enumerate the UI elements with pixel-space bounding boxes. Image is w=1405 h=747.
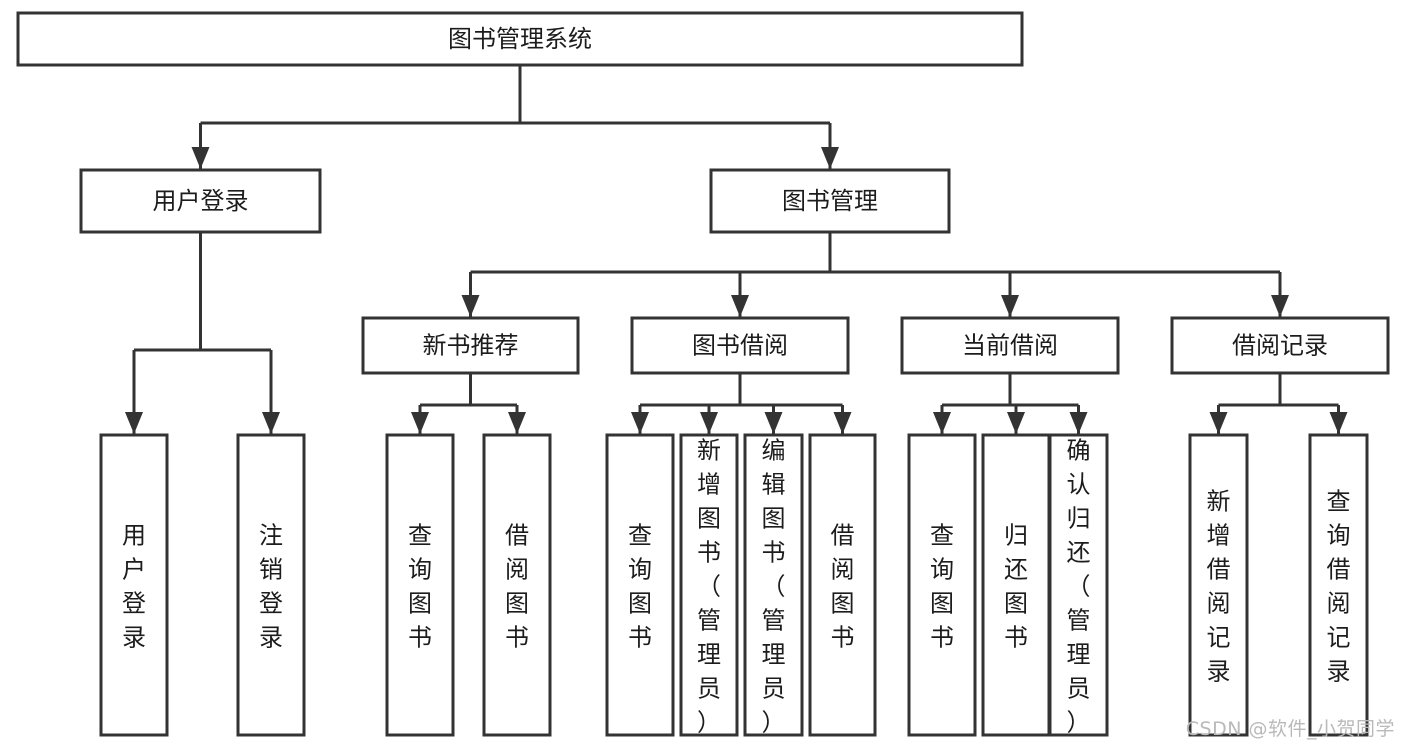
node-label: 新增图书（管理员） xyxy=(697,437,721,737)
arrow-head-icon xyxy=(631,412,649,434)
node-box xyxy=(236,433,306,737)
arrow-head-icon xyxy=(933,412,951,434)
node-box xyxy=(808,433,877,737)
arrow-head-icon xyxy=(731,295,749,317)
node-leaf-归还图书[interactable]: 归还图书 xyxy=(981,433,1051,737)
node-box xyxy=(385,433,455,737)
node-box xyxy=(361,316,580,375)
node-leaf-新增图书管理员[interactable]: 新增图书（管理员） xyxy=(679,433,739,737)
nodes-layer: 图书管理系统用户登录图书管理新书推荐图书借阅当前借阅借阅记录用户登录注销登录查询… xyxy=(16,11,1390,737)
node-box xyxy=(981,433,1051,737)
node-box xyxy=(1170,316,1390,375)
arrow-head-icon xyxy=(1271,295,1289,317)
node-leaf-查询图书[interactable]: 查询图书 xyxy=(907,433,977,737)
node-box xyxy=(482,433,552,737)
edge-group-图书管理 xyxy=(461,232,1289,317)
node-l2-用户登录[interactable]: 用户登录 xyxy=(79,168,322,234)
node-label: 借阅记录 xyxy=(1232,332,1328,360)
node-label: 图书管理系统 xyxy=(448,25,592,53)
node-label: 编辑图书（管理员） xyxy=(762,437,786,737)
node-label: 新增借阅记录 xyxy=(1207,488,1231,686)
node-box xyxy=(79,168,322,234)
arrow-head-icon xyxy=(411,412,429,434)
node-box xyxy=(1308,433,1369,737)
arrow-head-icon xyxy=(262,412,280,434)
node-label: 确认归还（管理员） xyxy=(1067,437,1091,737)
node-box xyxy=(1188,433,1249,737)
node-label: 归还图书 xyxy=(1004,522,1028,652)
node-box xyxy=(709,168,951,234)
arrow-head-icon xyxy=(1069,412,1088,434)
arrow-head-icon xyxy=(1329,412,1348,434)
node-box xyxy=(907,433,977,737)
node-box xyxy=(900,316,1120,375)
node-label: 用户登录 xyxy=(122,522,146,652)
node-leaf-编辑图书管理员[interactable]: 编辑图书（管理员） xyxy=(743,433,804,737)
node-label: 查询图书 xyxy=(930,522,954,652)
node-l2-图书管理[interactable]: 图书管理 xyxy=(709,168,951,234)
node-box xyxy=(99,433,169,737)
edge-group-新书推荐 xyxy=(411,373,526,434)
node-leaf-确认归还管理员[interactable]: 确认归还（管理员） xyxy=(1048,433,1109,737)
node-label: 用户登录 xyxy=(153,187,249,215)
node-label: 新书推荐 xyxy=(423,332,519,360)
node-leaf-查询图书[interactable]: 查询图书 xyxy=(385,433,455,737)
watermark-label: CSDN @软件_小贺同学 xyxy=(1185,718,1395,740)
node-box xyxy=(605,433,675,737)
edge-group-借阅记录 xyxy=(1209,373,1348,434)
node-leaf-查询借阅记录[interactable]: 查询借阅记录 xyxy=(1308,433,1369,737)
arrow-head-icon xyxy=(191,147,210,169)
edge-group-图书借阅 xyxy=(631,373,852,434)
node-label: 借阅图书 xyxy=(505,522,529,652)
node-label: 查询借阅记录 xyxy=(1327,488,1351,686)
node-leaf-注销登录[interactable]: 注销登录 xyxy=(236,433,306,737)
arrow-head-icon xyxy=(833,412,852,434)
edge-group-当前借阅 xyxy=(933,373,1088,434)
node-label: 图书管理 xyxy=(782,187,878,215)
node-label: 借阅图书 xyxy=(831,522,855,652)
node-l3-新书推荐[interactable]: 新书推荐 xyxy=(361,316,580,375)
arrow-head-icon xyxy=(1001,295,1019,317)
arrow-head-icon xyxy=(508,412,526,434)
arrow-head-icon xyxy=(461,295,480,317)
node-leaf-借阅图书[interactable]: 借阅图书 xyxy=(808,433,877,737)
edge-group-图书管理系统 xyxy=(191,65,839,169)
arrow-head-icon xyxy=(700,412,718,434)
node-l3-当前借阅[interactable]: 当前借阅 xyxy=(900,316,1120,375)
node-label: 查询图书 xyxy=(628,522,652,652)
arrow-head-icon xyxy=(764,412,783,434)
node-box xyxy=(1048,433,1109,737)
node-leaf-新增借阅记录[interactable]: 新增借阅记录 xyxy=(1188,433,1249,737)
node-label: 注销登录 xyxy=(259,522,283,652)
arrow-head-icon xyxy=(1209,412,1228,434)
node-box xyxy=(743,433,804,737)
node-leaf-查询图书[interactable]: 查询图书 xyxy=(605,433,675,737)
node-box xyxy=(679,433,739,737)
arrow-head-icon xyxy=(821,147,839,169)
edges-layer xyxy=(125,65,1348,434)
edge-group-用户登录 xyxy=(125,232,280,434)
node-box xyxy=(630,316,850,375)
node-label: 当前借阅 xyxy=(962,332,1058,360)
node-root-图书管理系统[interactable]: 图书管理系统 xyxy=(16,11,1024,67)
arrow-head-icon xyxy=(125,412,143,434)
node-l3-借阅记录[interactable]: 借阅记录 xyxy=(1170,316,1390,375)
node-l3-图书借阅[interactable]: 图书借阅 xyxy=(630,316,850,375)
arrow-head-icon xyxy=(1007,412,1025,434)
node-leaf-用户登录[interactable]: 用户登录 xyxy=(99,433,169,737)
node-label: 查询图书 xyxy=(408,522,432,652)
node-box xyxy=(16,11,1024,67)
node-label: 图书借阅 xyxy=(692,332,788,360)
node-leaf-借阅图书[interactable]: 借阅图书 xyxy=(482,433,552,737)
